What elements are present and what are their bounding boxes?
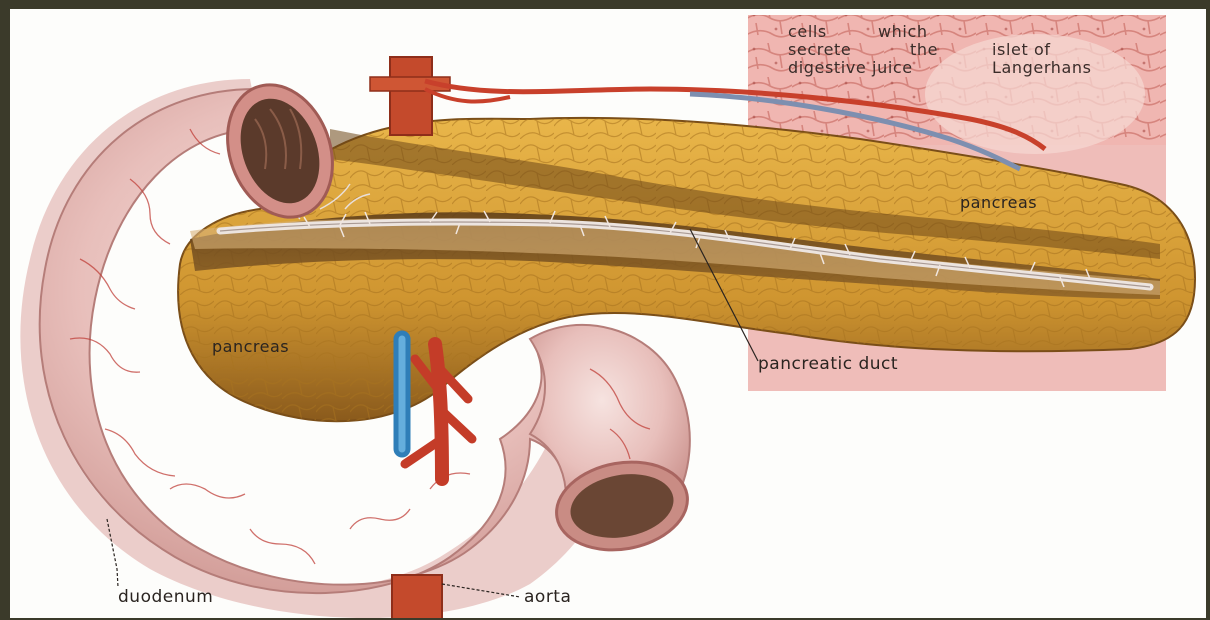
- label-aorta: aorta: [524, 589, 571, 606]
- label-cells-line4: the: [910, 41, 938, 58]
- aorta-upper: [390, 57, 432, 135]
- label-cells-line5: digestive juice: [788, 59, 913, 76]
- label-islet-line1: islet of: [992, 41, 1051, 58]
- aorta-lower: [392, 575, 442, 618]
- label-islet-line2: Langerhans: [992, 59, 1092, 76]
- label-cells-line3: secrete: [788, 41, 851, 58]
- label-pancreatic-duct: pancreatic duct: [758, 356, 898, 373]
- label-pancreas-right: pancreas: [960, 195, 1037, 211]
- label-duodenum: duodenum: [118, 589, 213, 606]
- label-pancreas-left: pancreas: [212, 339, 289, 355]
- label-cells-line1: cells: [788, 23, 827, 40]
- pancreas-illustration: [10, 9, 1206, 618]
- label-cells-line2: which: [878, 23, 928, 40]
